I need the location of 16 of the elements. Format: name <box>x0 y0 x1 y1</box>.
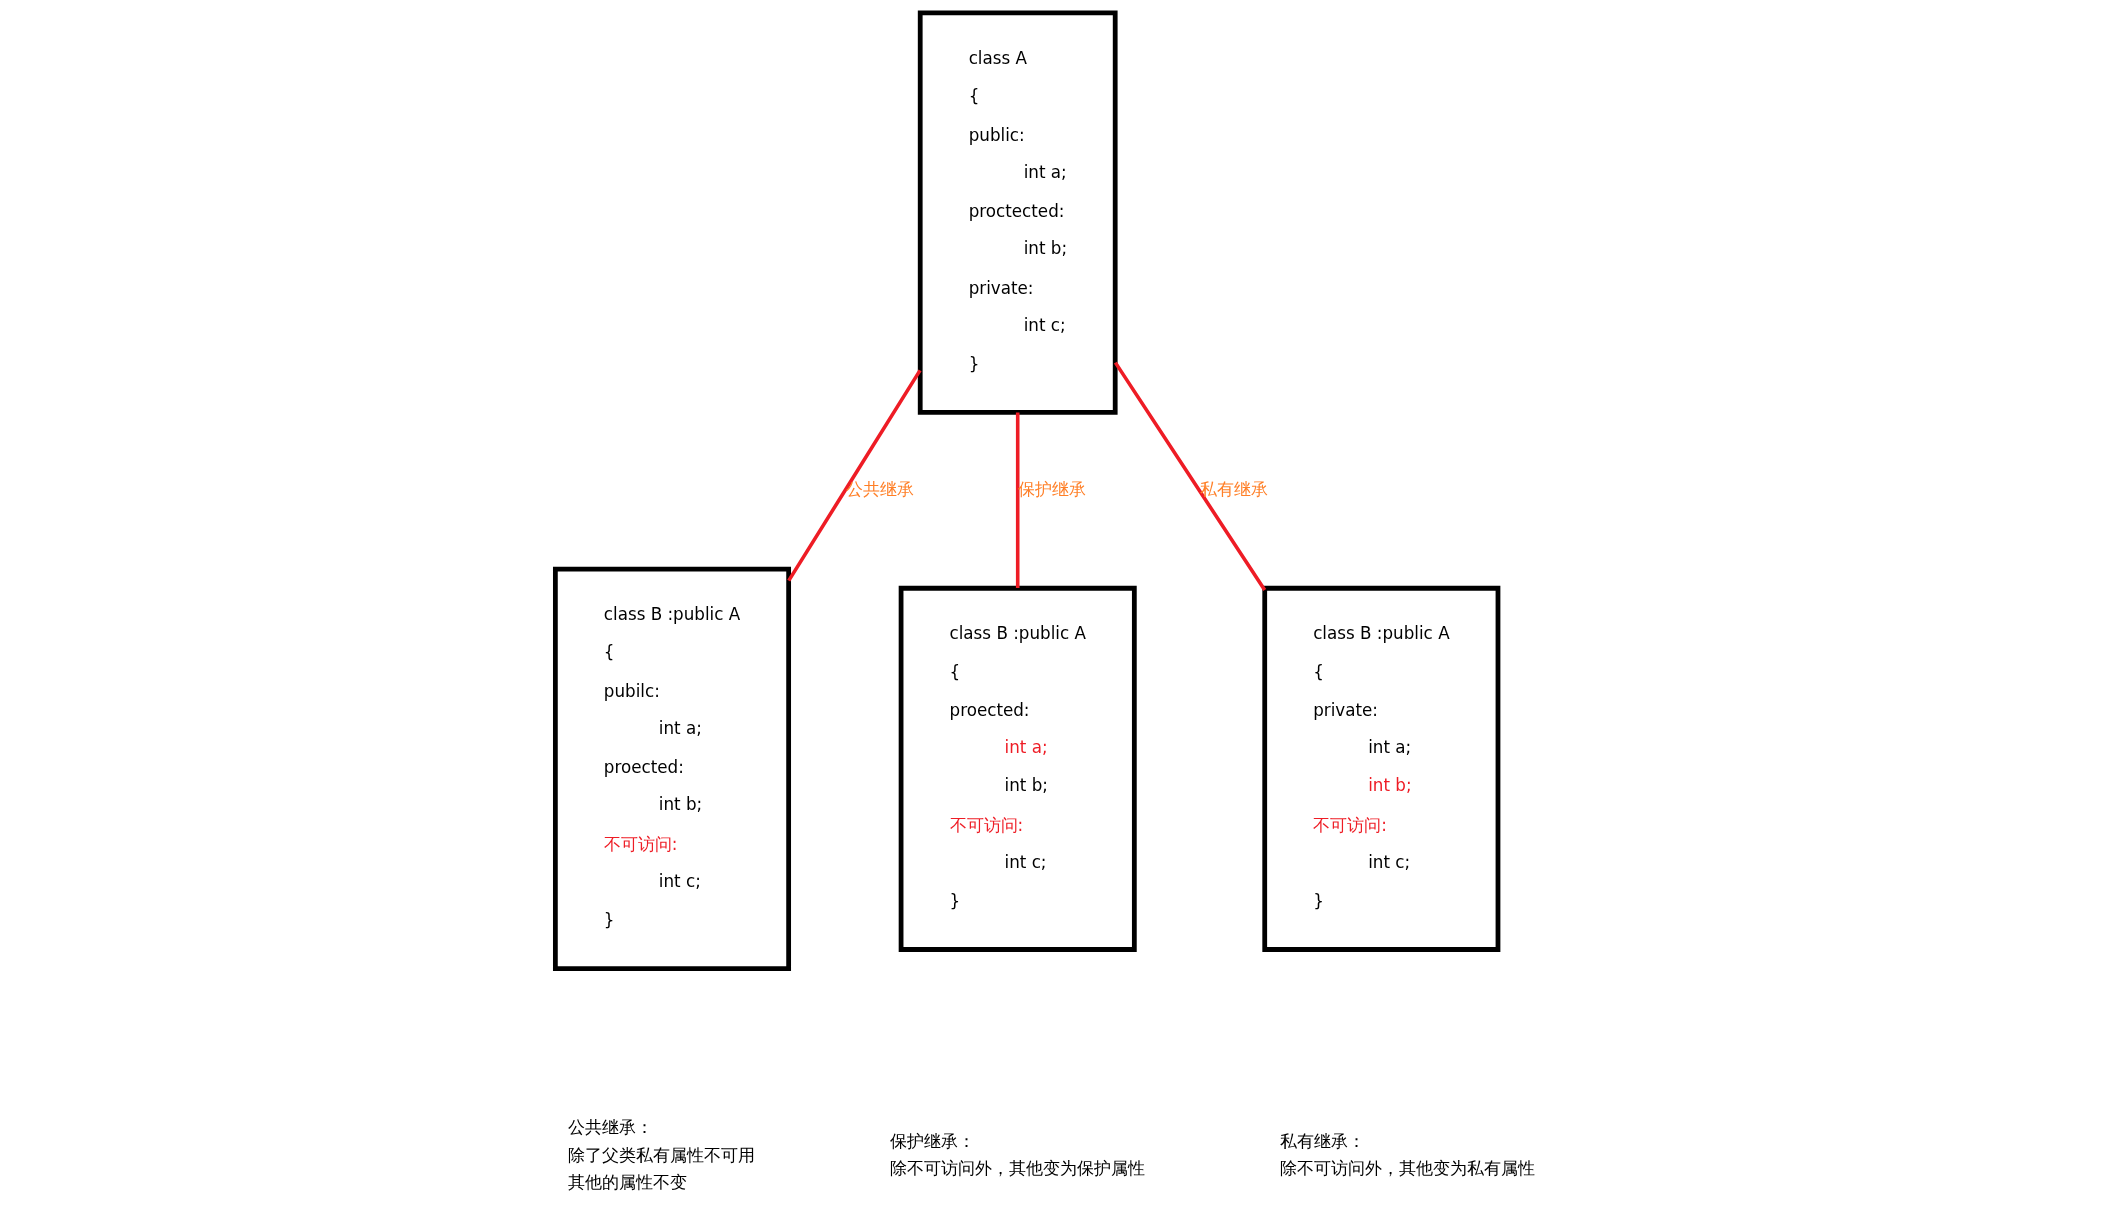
node-box: class B :public A { pubilc: int a; proected: int b; 不可访问: int c; } <box>552 566 791 972</box>
node-box: class B :public A { private: int a; int b; 不可访问: int c; } <box>1261 585 1500 952</box>
node-label: 除不可访问外，其他变为保护属性 <box>889 1158 1145 1179</box>
node-label: 保护继承： <box>889 1130 975 1151</box>
connector <box>1015 412 1019 588</box>
node-label: 除不可访问外，其他变为私有属性 <box>1279 1158 1535 1179</box>
edge-label: 私有继承 <box>1199 479 1268 500</box>
node-box: class B :public A { proected: int a; int b; 不可访问: int c; } <box>898 585 1137 952</box>
connector <box>1113 361 1266 591</box>
node-box: class A { public: int a; proctected: int b; private: int c; } <box>917 10 1118 415</box>
node-label: 私有继承： <box>1279 1130 1365 1151</box>
node-label: 除了父类私有属性不可用 <box>567 1144 755 1165</box>
node-label: 其他的属性不变 <box>567 1172 687 1193</box>
node-label: 公共继承： <box>567 1117 653 1138</box>
edge-label: 公共继承 <box>845 479 914 500</box>
connector <box>786 369 922 582</box>
